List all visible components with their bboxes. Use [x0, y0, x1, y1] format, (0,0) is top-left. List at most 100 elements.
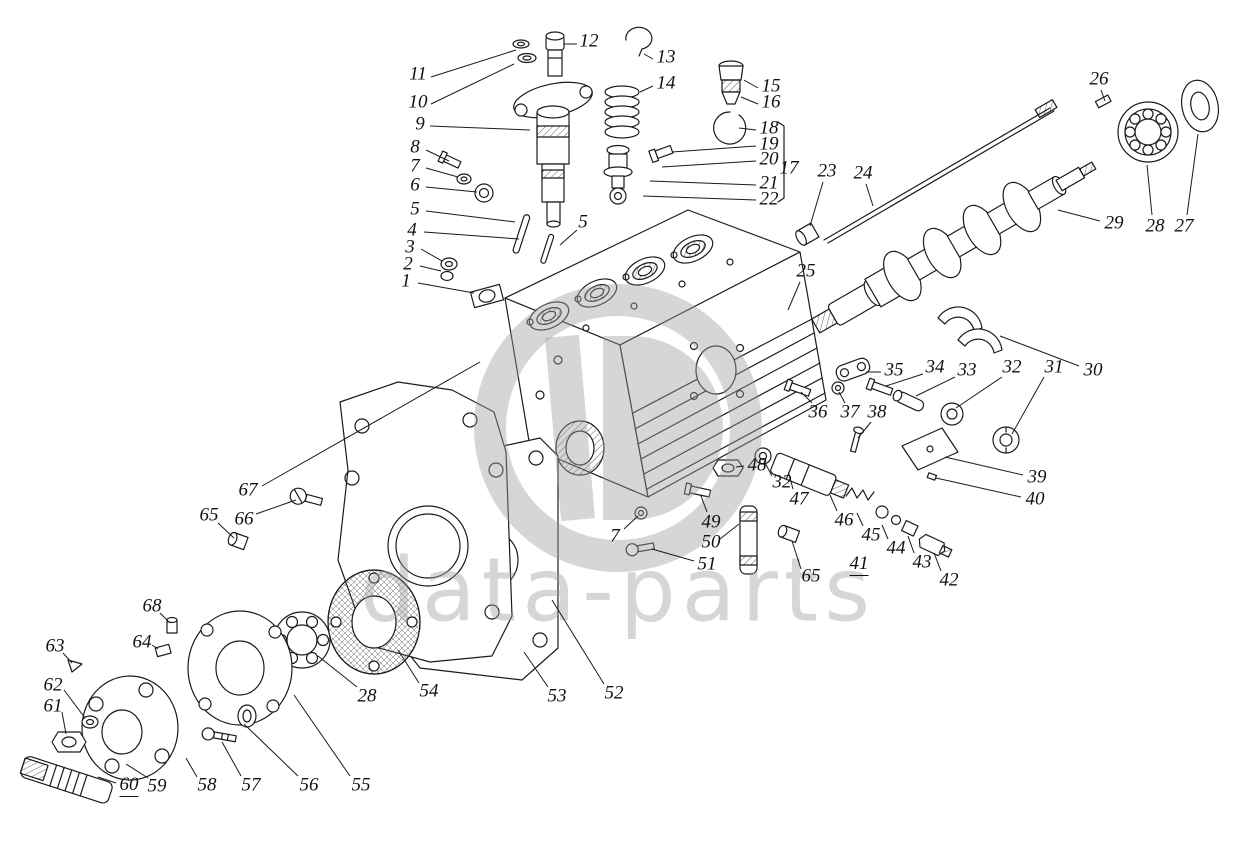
part-number-60: 60	[119, 774, 139, 797]
part-number-15: 15	[761, 75, 781, 97]
leader-line-10	[430, 63, 515, 105]
part-number-4: 4	[407, 219, 417, 241]
part-number-8: 8	[410, 136, 420, 158]
leader-line-27	[1186, 133, 1199, 216]
part-number-22: 22	[759, 188, 779, 210]
leader-line-25	[787, 281, 801, 311]
delivery-valve-assembly	[625, 447, 953, 575]
leader-line-33	[915, 376, 956, 397]
part-number-63: 63	[45, 635, 65, 657]
part-number-3: 3	[405, 236, 415, 258]
label-group-bracket	[777, 121, 785, 203]
overflow-fitting	[713, 60, 747, 145]
part-number-12: 12	[579, 30, 599, 52]
leader-line-19	[671, 145, 757, 153]
part-number-36: 36	[808, 401, 828, 423]
governor-linkage-parts	[783, 357, 1020, 481]
leader-line-59	[125, 763, 149, 779]
leader-line-8	[425, 149, 450, 162]
part-number-5b: 5	[578, 211, 588, 233]
part-number-1: 1	[401, 270, 411, 292]
leader-line-46	[829, 494, 838, 512]
leader-line-58	[185, 757, 198, 778]
part-number-19: 19	[759, 133, 779, 155]
part-number-59: 59	[147, 775, 167, 797]
leader-line-65b	[791, 540, 802, 570]
part-number-39: 39	[1027, 466, 1047, 488]
camshaft	[811, 161, 1097, 334]
part-number-11: 11	[409, 63, 427, 85]
drive-coupling-assembly	[19, 610, 331, 804]
part-number-32b: 32	[772, 471, 792, 493]
leader-line-5	[425, 210, 516, 223]
push-rod-and-key	[795, 94, 1112, 246]
part-number-43: 43	[912, 551, 932, 573]
part-number-53: 53	[547, 685, 567, 707]
roller-bearing-rear	[1117, 79, 1220, 163]
leader-line-48	[735, 465, 745, 468]
part-number-41: 41	[849, 553, 869, 576]
part-number-31: 31	[1044, 356, 1064, 378]
part-number-25: 25	[796, 260, 816, 282]
bearing-shells	[937, 306, 1003, 354]
part-number-17: 17	[779, 157, 799, 179]
leader-line-32b	[763, 460, 773, 477]
leader-line-60	[97, 776, 117, 784]
part-number-34: 34	[925, 356, 945, 378]
part-number-21: 21	[759, 172, 779, 194]
leader-line-6	[425, 186, 478, 193]
leader-line-51	[651, 548, 695, 562]
part-number-38: 38	[867, 401, 887, 423]
part-number-42: 42	[939, 569, 959, 591]
leader-line-44	[881, 524, 889, 540]
part-number-28b: 28	[357, 685, 377, 707]
leader-line-47	[788, 473, 794, 490]
leader-line-36	[800, 391, 813, 404]
part-number-58: 58	[197, 774, 217, 796]
injector-assembly	[512, 31, 593, 228]
leader-line-32	[955, 376, 1003, 409]
part-number-56: 56	[299, 774, 319, 796]
leader-line-22	[642, 195, 757, 201]
mounting-plates	[227, 381, 559, 681]
part-number-37: 37	[840, 401, 860, 423]
mounting-bolts-and-plugs	[437, 150, 555, 309]
leader-line-39	[944, 456, 1024, 476]
leader-line-24	[865, 183, 874, 207]
part-number-16: 16	[761, 91, 781, 113]
leader-line-9	[429, 125, 531, 131]
leader-line-30	[999, 335, 1080, 367]
part-number-52: 52	[604, 682, 624, 704]
leader-line-7b	[623, 515, 639, 530]
plunger-spring-assembly	[603, 26, 674, 205]
leader-line-3	[420, 248, 443, 262]
leader-line-21	[649, 180, 757, 186]
leader-line-37	[838, 391, 846, 404]
leader-line-53	[523, 651, 549, 688]
part-number-7: 7	[410, 155, 420, 177]
leader-line-43	[907, 535, 915, 554]
leader-line-67	[261, 361, 481, 487]
part-number-28: 28	[1145, 215, 1165, 237]
part-number-10: 10	[408, 91, 428, 113]
part-number-24: 24	[853, 162, 873, 184]
part-number-46: 46	[834, 509, 854, 531]
leader-line-54	[397, 649, 420, 684]
part-number-32: 32	[1002, 356, 1022, 378]
part-number-7b: 7	[610, 525, 620, 547]
leader-line-52	[551, 599, 605, 685]
leader-line-61	[61, 711, 67, 735]
leader-line-68	[159, 612, 171, 624]
part-number-29: 29	[1104, 212, 1124, 234]
leader-line-7	[425, 167, 459, 178]
leader-line-16	[740, 96, 759, 105]
leader-line-40	[935, 477, 1022, 498]
part-number-44: 44	[886, 537, 906, 559]
part-number-61: 61	[43, 695, 63, 717]
leader-line-50	[719, 523, 740, 540]
leader-line-28	[1146, 164, 1153, 216]
part-number-45: 45	[861, 524, 881, 546]
part-number-5: 5	[410, 198, 420, 220]
leader-line-45	[856, 512, 864, 527]
